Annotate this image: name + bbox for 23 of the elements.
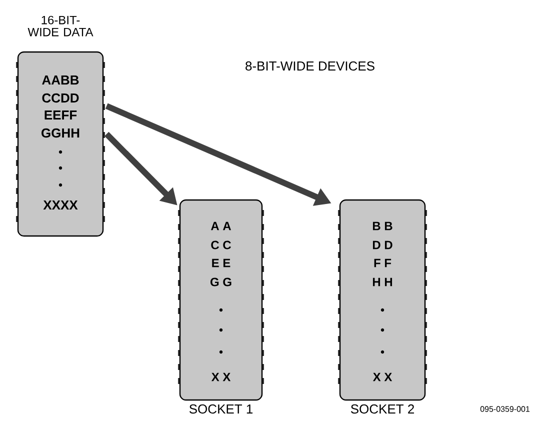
figure-number: 095-0359-001 [480,406,530,412]
bus-label: 8-BIT-WIDE DEVICES [246,61,374,71]
node-label: C C [211,240,232,250]
chip-drawing: B B D D F F H H X X [338,199,427,401]
node-label: E E [212,258,230,268]
chip-heading: 16-BIT-WIDE DATA [28,16,94,36]
node-label: XXXX [43,200,78,210]
node-label: X X [372,372,392,382]
node-label: CCDD [42,93,79,103]
node-label: EEFF [44,110,77,120]
socket-label: SOCKET 2 [350,404,414,414]
node-label: G G [210,278,232,286]
node-label: H H [372,278,392,286]
socket-label: SOCKET 1 [189,404,253,414]
node-label: AABB [42,76,79,84]
node-label: F F [374,258,392,268]
chip-drawing: A A C C E E G G X X [178,199,264,401]
node-label: B B [372,222,392,230]
node-label: D D [372,240,392,250]
node-label: A A [210,222,232,230]
chip-drawing: AABB CCDD EEFF GGHH XXXX [16,51,105,237]
node-label: GGHH [42,128,80,138]
node-label: X X [211,372,231,382]
